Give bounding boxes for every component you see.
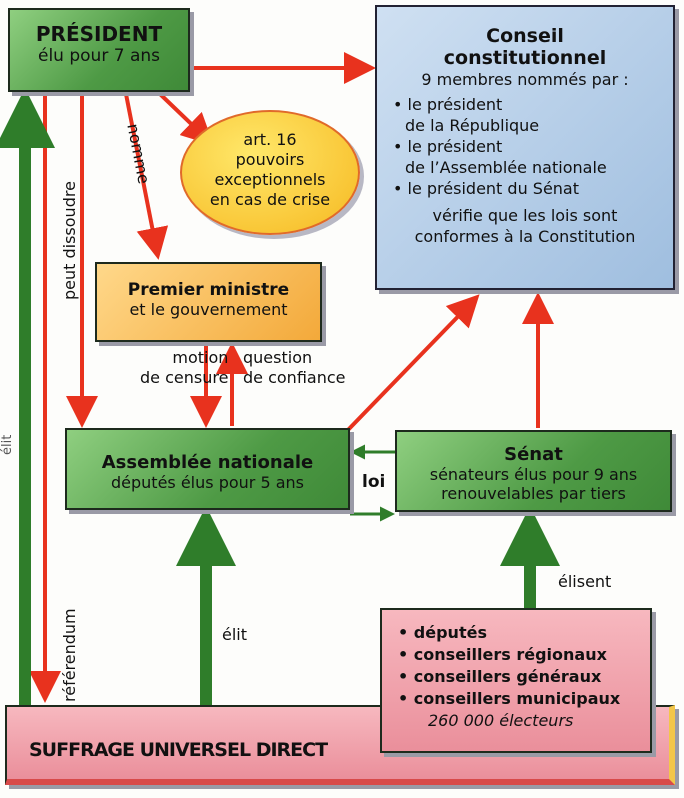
electeurs-total: 260 000 électeurs — [428, 711, 574, 730]
premier-ministre-box: Premier ministre et le gouvernement — [95, 262, 322, 342]
referendum-label: référendum — [60, 608, 79, 702]
conseil-member: • le président — [393, 95, 503, 114]
article16-line: exceptionnels — [214, 170, 326, 189]
senat-box: Sénat sénateurs élus pour 9 ans renouvel… — [395, 430, 672, 512]
conseil-intro: 9 membres nommés par : — [421, 70, 629, 89]
premier-title: Premier ministre — [127, 280, 290, 300]
peut-dissoudre-label: peut dissoudre — [60, 181, 79, 300]
conseil-role: vérifie que les lois sont — [432, 206, 618, 225]
senat-subtitle: renouvelables par tiers — [441, 484, 626, 503]
elit-label: élit — [222, 625, 248, 644]
assemblee-subtitle: députés élus pour 5 ans — [111, 473, 304, 492]
conseil-member: de la République — [405, 116, 540, 135]
arrow-assemblee-conseil — [344, 294, 480, 434]
president-subtitle: élu pour 7 ans — [38, 46, 160, 66]
arrow-nomme — [124, 93, 169, 260]
conseil-member: • le président — [393, 137, 503, 156]
electeur-item: • conseillers généraux — [398, 667, 602, 686]
conseil-role: conformes à la Constitution — [414, 227, 636, 246]
electeur-item: • conseillers municipaux — [398, 689, 621, 708]
conseil-title: constitutionnel — [443, 47, 607, 69]
article16-line: pouvoirs — [235, 150, 305, 169]
elisent-label: élisent — [558, 572, 612, 591]
premier-subtitle: et le gouvernement — [129, 300, 288, 319]
senat-subtitle: sénateurs élus pour 9 ans — [429, 465, 638, 484]
conseil-member: de l’Assemblée nationale — [405, 158, 607, 177]
electeur-item: • députés — [398, 623, 487, 642]
assemblee-box: Assemblée nationale députés élus pour 5 … — [65, 428, 350, 510]
conseil-box: Conseil constitutionnel 9 membres nommés… — [375, 5, 675, 290]
article16-line: art. 16 — [243, 130, 297, 149]
elit-left-label: élit — [0, 434, 15, 455]
assemblee-title: Assemblée nationale — [101, 452, 314, 473]
loi-label: loi — [362, 472, 386, 492]
electeur-item: • conseillers régionaux — [398, 645, 607, 664]
suffrage-title: SUFFRAGE UNIVERSEL DIRECT — [29, 739, 328, 761]
article16-ellipse: art. 16 pouvoirs exceptionnels en cas de… — [180, 110, 360, 235]
conseil-title: Conseil — [486, 25, 564, 47]
president-title: PRÉSIDENT — [35, 22, 163, 46]
conseil-member: • le président du Sénat — [393, 179, 580, 198]
article16-line: en cas de crise — [209, 190, 331, 209]
electeurs-box: • députés • conseillers régionaux • cons… — [380, 608, 652, 753]
senat-title: Sénat — [504, 444, 563, 465]
president-box: PRÉSIDENT élu pour 7 ans — [8, 8, 190, 92]
